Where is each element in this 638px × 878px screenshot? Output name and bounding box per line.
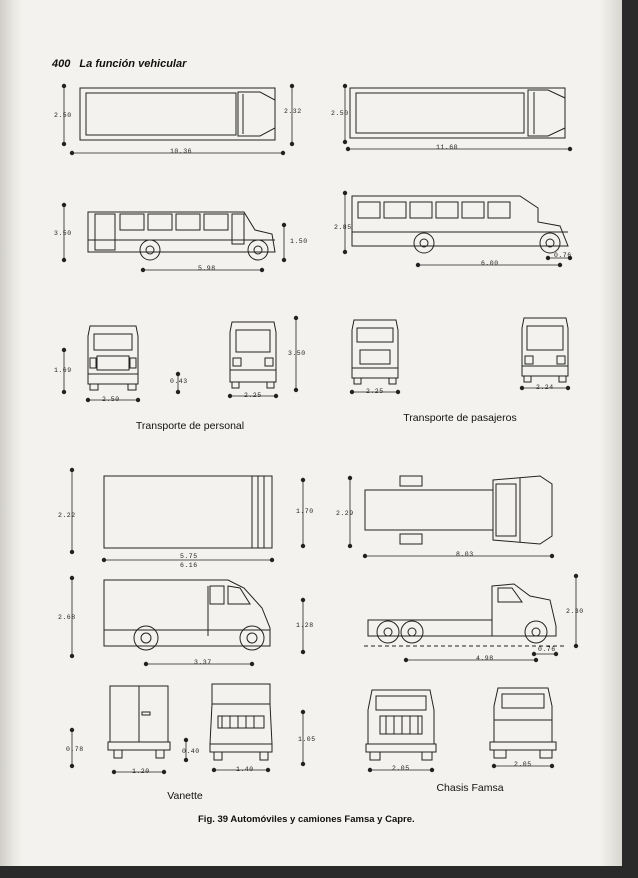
chasis-rear-view <box>489 687 557 759</box>
dim-label: 0.43 <box>170 378 188 385</box>
caption-vanette: Vanette <box>167 790 203 802</box>
dim-label: 2.30 <box>566 608 584 615</box>
dim-label: 0.76 <box>538 646 556 653</box>
bus-personal-side-view <box>87 211 276 261</box>
dimension-lines <box>61 315 571 403</box>
bus-personal-rear-view <box>229 321 277 389</box>
dimension-lines <box>347 475 555 559</box>
chasis-front-view <box>365 689 437 761</box>
dim-label: 5.98 <box>198 265 216 272</box>
dim-label: 2.50 <box>102 396 120 403</box>
dim-label: 1.40 <box>236 766 254 773</box>
dim-label: 2.68 <box>58 614 76 621</box>
dim-label: 5.75 <box>180 553 198 560</box>
caption-transporte-pasajeros: Transporte de pasajeros <box>403 412 517 424</box>
bus-pasajeros-front-view <box>351 319 399 385</box>
dim-label: 2.24 <box>536 384 554 391</box>
chapter-title: La función vehicular <box>79 58 187 70</box>
dim-label: 4.98 <box>476 655 494 662</box>
dim-label: 0.76 <box>554 252 572 259</box>
book-page <box>0 0 622 866</box>
dimension-lines <box>61 83 295 156</box>
dimension-lines <box>61 202 287 273</box>
dim-label: 2.85 <box>334 224 352 231</box>
figure-caption: Fig. 39 Automóviles y camiones Famsa y C… <box>198 814 415 825</box>
bus-pasajeros-rear-view <box>521 317 569 383</box>
dim-label: 1.20 <box>132 768 150 775</box>
bus-personal-front-view <box>87 325 139 391</box>
dim-label: 1.05 <box>298 736 316 743</box>
dim-label: 8.03 <box>456 551 474 558</box>
dim-label: 3.37 <box>194 659 212 666</box>
vanette-rear-view <box>107 685 171 759</box>
dim-label: 0.40 <box>182 748 200 755</box>
dim-label: 2.32 <box>284 108 302 115</box>
page-number: 400 <box>52 58 71 70</box>
dim-label: 10.36 <box>170 148 193 155</box>
dim-label: 2.05 <box>392 765 410 772</box>
bus-pasajeros-top-view <box>349 87 566 139</box>
dim-label: 1.69 <box>54 367 72 374</box>
dim-label: 11.60 <box>436 144 459 151</box>
dim-label: 1.50 <box>290 238 308 245</box>
page-header: 400 La función vehicular <box>52 58 186 70</box>
dim-label: 2.22 <box>58 512 76 519</box>
dim-label: 3.50 <box>288 350 306 357</box>
caption-transporte-personal: Transporte de personal <box>135 420 245 432</box>
dim-label: 2.50 <box>331 110 349 117</box>
dim-label: 6.00 <box>481 260 499 267</box>
page-spine <box>0 0 22 866</box>
chasis-top-view <box>364 475 553 545</box>
dimension-lines <box>342 83 573 152</box>
bus-pasajeros-side-view <box>351 195 569 254</box>
dim-label: 1.28 <box>296 622 314 629</box>
vanette-top-view <box>103 475 273 549</box>
dimension-lines <box>69 467 306 563</box>
vanette-side-view <box>103 579 271 651</box>
dimension-lines <box>69 709 306 775</box>
dim-label: 2.05 <box>514 761 532 768</box>
dimension-lines <box>367 763 555 773</box>
caption-chasis-famsa: Chasis Famsa <box>436 782 504 794</box>
dim-label: 2.50 <box>54 112 72 119</box>
dim-label: 0.78 <box>66 746 84 753</box>
dimension-lines <box>403 573 579 663</box>
dim-label: 2.29 <box>336 510 354 517</box>
dim-label: 3.50 <box>54 230 72 237</box>
dimension-lines <box>342 190 573 268</box>
dim-label: 6.16 <box>180 562 198 569</box>
dim-label: 1.70 <box>296 508 314 515</box>
vanette-front-view <box>209 683 273 761</box>
page-edge-shadow <box>600 0 622 866</box>
chasis-side-view <box>364 583 566 647</box>
bus-personal-top-view <box>79 87 276 141</box>
dim-label: 2.25 <box>244 392 262 399</box>
dim-label: 2.25 <box>366 388 384 395</box>
dimension-lines <box>69 575 306 667</box>
